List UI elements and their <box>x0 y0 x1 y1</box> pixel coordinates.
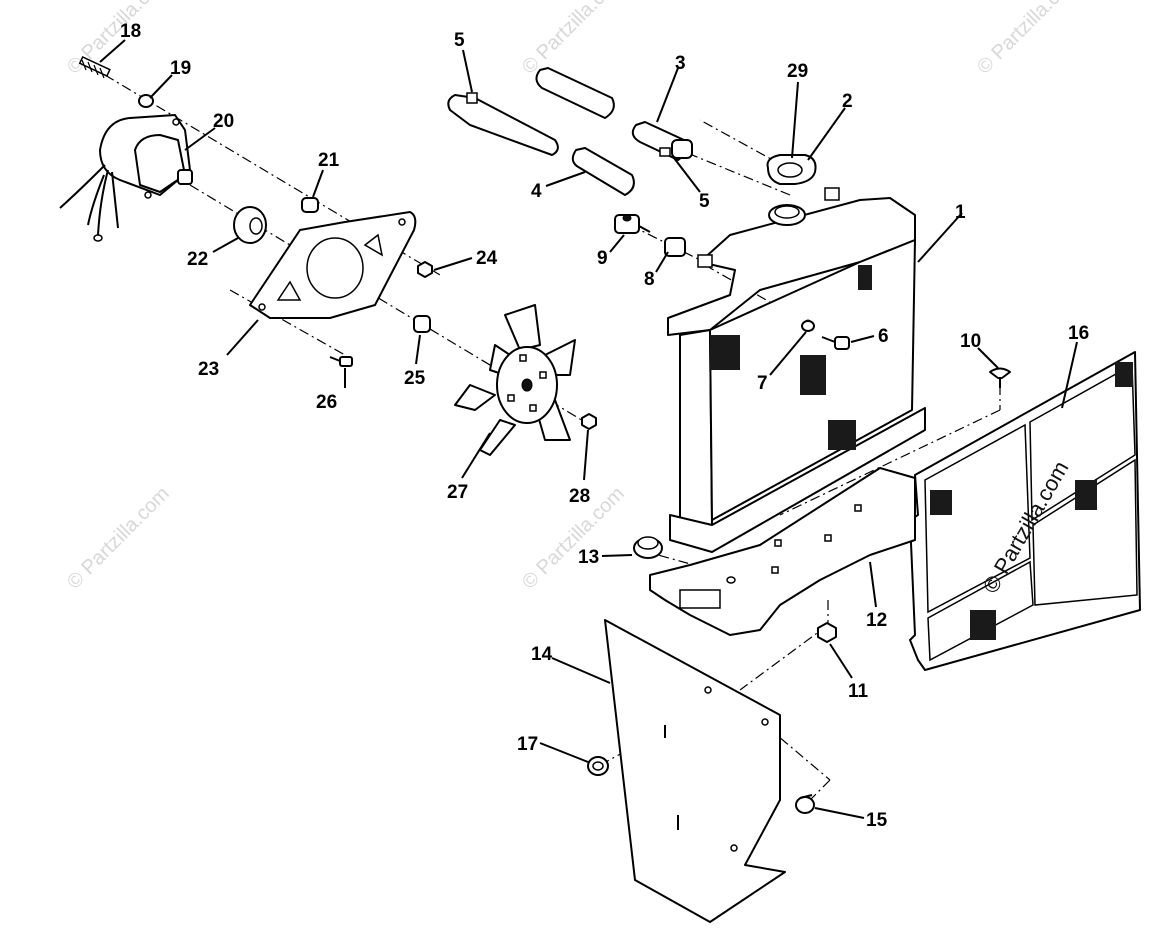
callout-27: 27 <box>447 482 468 503</box>
part-12-shroud-plate <box>649 467 916 636</box>
callout-5-top: 5 <box>454 30 465 51</box>
callout-29: 29 <box>787 61 808 82</box>
part-5-hose-clamp-top <box>447 92 559 156</box>
watermark-4: © Partzilla.com <box>63 483 174 594</box>
part-24-nut <box>417 261 433 278</box>
callout-24: 24 <box>476 248 498 269</box>
watermark-1: © Partzilla.com <box>63 0 174 79</box>
callout-28: 28 <box>569 486 590 507</box>
part-14-side-panel <box>604 619 786 923</box>
part-26-screw <box>329 356 353 367</box>
leader-lines <box>99 39 1078 819</box>
callout-15: 15 <box>866 810 888 831</box>
part-13-grommet <box>633 536 663 559</box>
part-6-screw <box>821 336 850 350</box>
callout-2: 2 <box>842 91 853 112</box>
part-23-motor-bracket <box>249 211 417 319</box>
callout-14: 14 <box>531 644 553 665</box>
callout-10: 10 <box>960 331 981 352</box>
callout-9: 9 <box>597 248 608 269</box>
callout-7: 7 <box>757 373 768 394</box>
callout-12: 12 <box>866 610 887 631</box>
part-8-spacer <box>664 237 686 257</box>
callout-11: 11 <box>848 681 869 702</box>
callout-23: 23 <box>198 359 219 380</box>
part-16-grille-screen: © Partzilla.com <box>909 351 1141 671</box>
callout-1: 1 <box>955 202 966 223</box>
part-25-spacer <box>413 315 431 333</box>
part-11-nut <box>817 622 837 643</box>
part-9-fitting <box>614 214 651 234</box>
callout-17: 17 <box>517 734 538 755</box>
part-3-hose <box>535 67 687 161</box>
part-5-hose-clamp-lower <box>659 139 693 159</box>
callout-16: 16 <box>1068 323 1089 344</box>
part-27-fan-blade <box>454 304 576 456</box>
callout-19: 19 <box>170 58 191 79</box>
callout-25: 25 <box>404 368 426 389</box>
part-18-screw <box>78 55 111 79</box>
callout-22: 22 <box>187 249 208 270</box>
part-19-washer <box>138 94 154 108</box>
part-15-push-clip <box>795 794 815 814</box>
part-22-grommet <box>233 206 267 244</box>
callout-26: 26 <box>316 392 337 413</box>
part-21-spacer <box>301 197 319 213</box>
part-17-grommet <box>587 756 609 776</box>
part-1-radiator <box>667 187 926 553</box>
watermark-2: © Partzilla.com <box>518 0 629 79</box>
part-10-screw <box>989 367 1011 388</box>
callout-3: 3 <box>675 53 686 74</box>
callout-6: 6 <box>878 326 889 347</box>
part-4-hose <box>571 147 635 196</box>
callout-21: 21 <box>318 150 340 171</box>
callout-20: 20 <box>213 111 234 132</box>
callout-13: 13 <box>578 547 599 568</box>
part-7-washer <box>801 320 815 332</box>
callout-8: 8 <box>644 269 655 290</box>
part-28-nut <box>581 413 597 430</box>
callout-5-lower: 5 <box>699 191 710 212</box>
watermark-3: © Partzilla.com <box>973 0 1084 79</box>
callout-18: 18 <box>120 21 141 42</box>
callout-4: 4 <box>531 181 542 202</box>
callout-labels: 18 19 20 21 22 23 24 25 26 27 28 5 3 29 … <box>120 21 1089 831</box>
part-29-gasket <box>766 154 817 185</box>
part-20-fan-motor <box>59 114 193 242</box>
